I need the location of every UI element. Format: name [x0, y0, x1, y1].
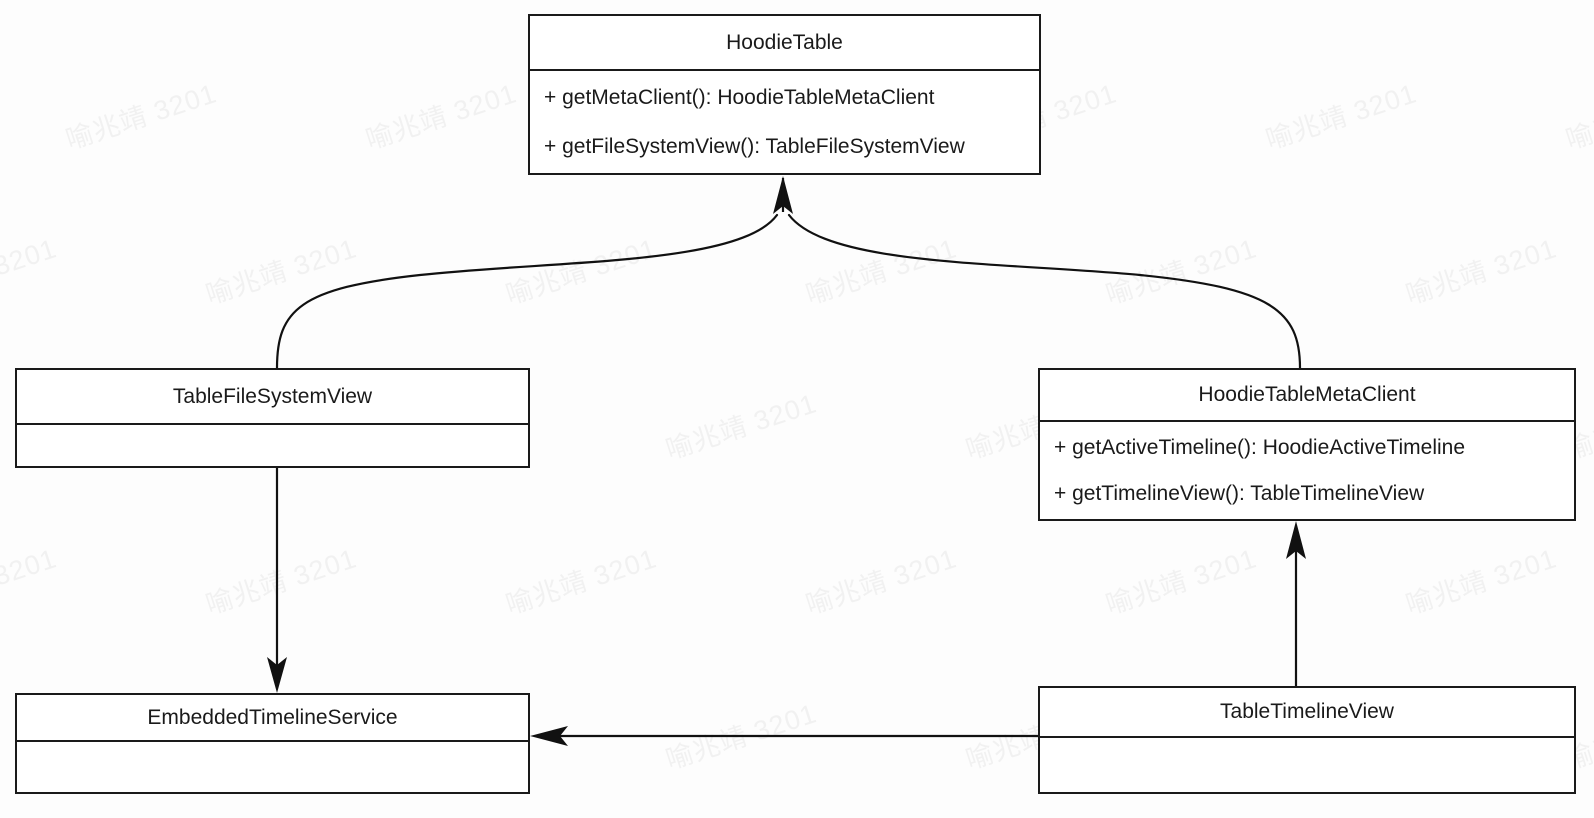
watermark-text: 喻兆靖 3201 [1262, 78, 1421, 156]
class-box-hoodie-table[interactable]: HoodieTable + getMetaClient(): HoodieTab… [528, 14, 1041, 175]
watermark-text: 喻兆靖 3201 [662, 698, 821, 776]
class-member-getmetaclient: + getMetaClient(): HoodieTableMetaClient [544, 86, 935, 109]
class-members-hoodie-table-meta-client: + getActiveTimeline(): HoodieActiveTimel… [1040, 422, 1574, 519]
class-box-embedded-timeline-service[interactable]: EmbeddedTimelineService [15, 693, 530, 794]
watermark-text: 喻兆靖 3201 [202, 233, 361, 311]
watermark-text: 喻兆靖 3201 [1400, 0, 1561, 2]
class-member-getactivetimeline: + getActiveTimeline(): HoodieActiveTimel… [1054, 436, 1466, 459]
class-members-embedded-timeline-service [17, 742, 528, 792]
watermark-text: 喻兆靖 3201 [662, 388, 821, 466]
watermark-text: 喻兆靖 3201 [0, 0, 61, 2]
class-member-gettimelineview: + getTimelineView(): TableTimelineView [1054, 482, 1425, 505]
arrowhead-into-hoodietable [773, 176, 793, 214]
class-member-getfilesystemview: + getFileSystemView(): TableFileSystemVi… [544, 135, 965, 158]
class-members-table-file-system-view [17, 425, 528, 466]
watermark-text: 喻兆靖 3201 [1100, 0, 1261, 2]
watermark-text: 喻兆靖 3201 [202, 543, 361, 621]
watermark-text: 喻兆靖 3201 [502, 233, 661, 311]
watermark-text: 喻兆靖 3201 [1102, 543, 1261, 621]
class-title-table-file-system-view: TableFileSystemView [17, 370, 528, 425]
watermark-text: 喻兆靖 3201 [200, 0, 361, 2]
class-title-hoodie-table-meta-client: HoodieTableMetaClient [1040, 370, 1574, 422]
watermark-text: 喻兆靖 3201 [62, 78, 221, 156]
arrowhead-into-embeddedtimelineservice-right [530, 726, 568, 746]
watermark-text: 喻兆靖 3201 [1102, 233, 1261, 311]
class-members-table-timeline-view [1040, 738, 1574, 792]
arrow-hoodietablemetaclient-to-hoodietable [787, 213, 1302, 370]
class-title-embedded-timeline-service: EmbeddedTimelineService [17, 695, 528, 742]
watermark-text: 喻兆靖 3201 [1562, 78, 1594, 156]
watermark-text: 喻兆靖 3201 [802, 233, 961, 311]
watermark-text: 喻兆靖 3201 [362, 78, 521, 156]
arrow-tablefilesystemview-to-hoodietable [275, 213, 779, 370]
class-box-table-file-system-view[interactable]: TableFileSystemView [15, 368, 530, 468]
watermark-text: 喻兆靖 3201 [500, 0, 661, 2]
class-members-hoodie-table: + getMetaClient(): HoodieTableMetaClient… [530, 71, 1039, 173]
arrowhead-into-hoodietablemetaclient-bottom [1286, 521, 1306, 559]
watermark-text: 喻兆靖 3201 [802, 543, 961, 621]
class-title-table-timeline-view: TableTimelineView [1040, 688, 1574, 738]
watermark-text: 喻兆靖 3201 [0, 543, 61, 620]
watermark-text: 喻兆靖 3201 [1402, 543, 1561, 621]
watermark-text: 喻兆靖 3201 [1402, 233, 1561, 311]
watermark-text: 喻兆靖 3201 [0, 233, 61, 310]
class-box-table-timeline-view[interactable]: TableTimelineView [1038, 686, 1576, 794]
class-box-hoodie-table-meta-client[interactable]: HoodieTableMetaClient + getActiveTimelin… [1038, 368, 1576, 521]
watermark-text: 喻兆靖 3201 [502, 543, 661, 621]
watermark-text: 喻兆靖 3201 [800, 0, 961, 2]
arrowhead-into-embeddedtimelineservice-top [267, 657, 287, 693]
class-title-hoodie-table: HoodieTable [530, 16, 1039, 71]
